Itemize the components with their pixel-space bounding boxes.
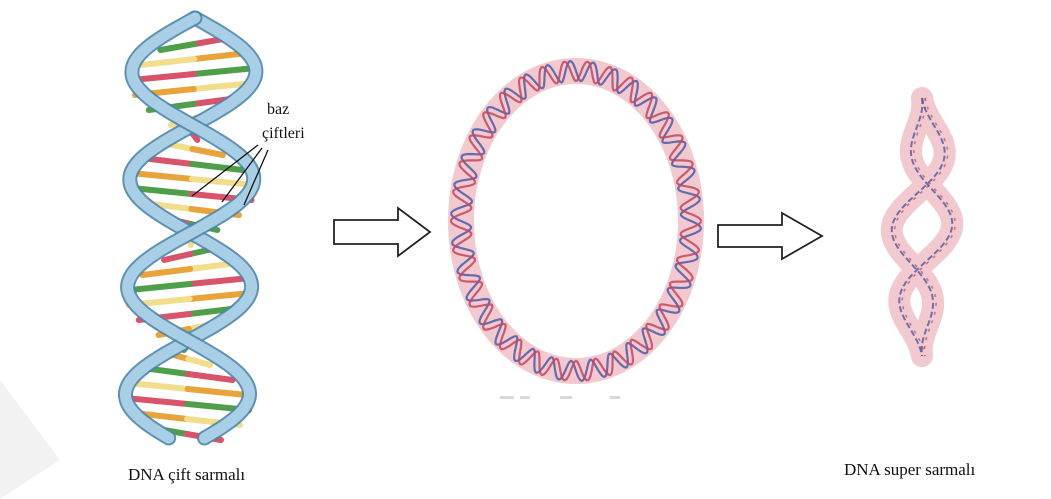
base-pairs-label-line2: çiftleri (262, 125, 305, 143)
double-helix-illustration (126, 18, 256, 440)
base-pair (188, 389, 247, 395)
base-pair (188, 359, 210, 365)
right-arrow-icon (334, 208, 430, 256)
right-arrow-icon (718, 213, 822, 259)
base-pair (141, 59, 194, 65)
circular-dna-ring (451, 61, 701, 381)
supercoiled-dna (892, 98, 955, 356)
supercoil-caption: DNA super sarmalı (844, 460, 975, 480)
base-pair (190, 278, 250, 284)
base-pair (194, 68, 256, 74)
base-pair (193, 149, 223, 155)
base-pair (192, 179, 253, 185)
base-pair (192, 164, 242, 170)
base-pair (160, 44, 194, 50)
base-pair (132, 74, 194, 80)
base-pair (188, 374, 233, 380)
base-pairs-label-line1: baz (267, 101, 289, 119)
ring-caption-smudge (500, 396, 620, 399)
base-pair (142, 269, 190, 275)
base-pair (131, 173, 192, 179)
base-pair (129, 383, 188, 389)
background-wedge (0, 380, 60, 499)
double-helix-caption: DNA çift sarmalı (128, 465, 245, 485)
base-pair (130, 284, 190, 290)
base-pair (164, 254, 190, 260)
